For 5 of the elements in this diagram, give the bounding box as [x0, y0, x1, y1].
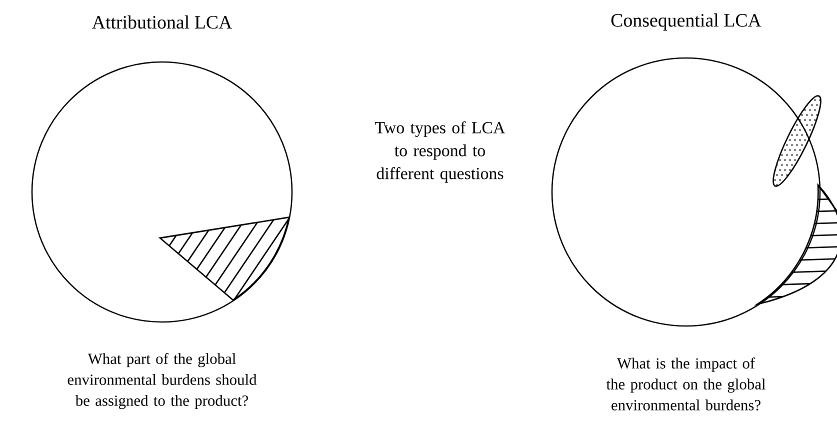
heading: Consequential LCA: [611, 13, 762, 31]
heading: Attributional LCA: [92, 15, 232, 29]
question-text: What is the impact of the product on the global environmental burdens?: [606, 358, 766, 410]
question-text: What part of the global environmental burdens should be assigned to the product?: [68, 352, 257, 410]
caption-text: Two types of LCA to respond to different questions: [375, 121, 506, 183]
